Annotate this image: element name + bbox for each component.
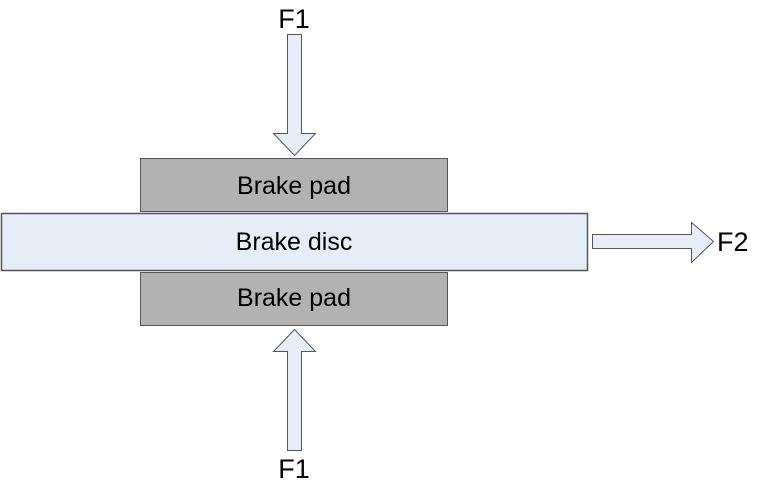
top-brake-pad-label: Brake pad bbox=[237, 172, 351, 200]
top-force-label: F1 bbox=[278, 4, 310, 34]
right-force-arrow-icon bbox=[592, 221, 715, 264]
brake-disc bbox=[0, 212, 589, 272]
top-force-arrow-icon bbox=[272, 34, 317, 157]
bottom-force-label: F1 bbox=[278, 454, 310, 484]
bottom-force-arrow-icon bbox=[272, 328, 317, 451]
top-brake-pad bbox=[140, 158, 448, 212]
brake-disc-label: Brake disc bbox=[236, 228, 353, 256]
bottom-brake-pad bbox=[140, 272, 448, 326]
right-force-label: F2 bbox=[717, 227, 749, 257]
bottom-brake-pad-label: Brake pad bbox=[237, 284, 351, 312]
